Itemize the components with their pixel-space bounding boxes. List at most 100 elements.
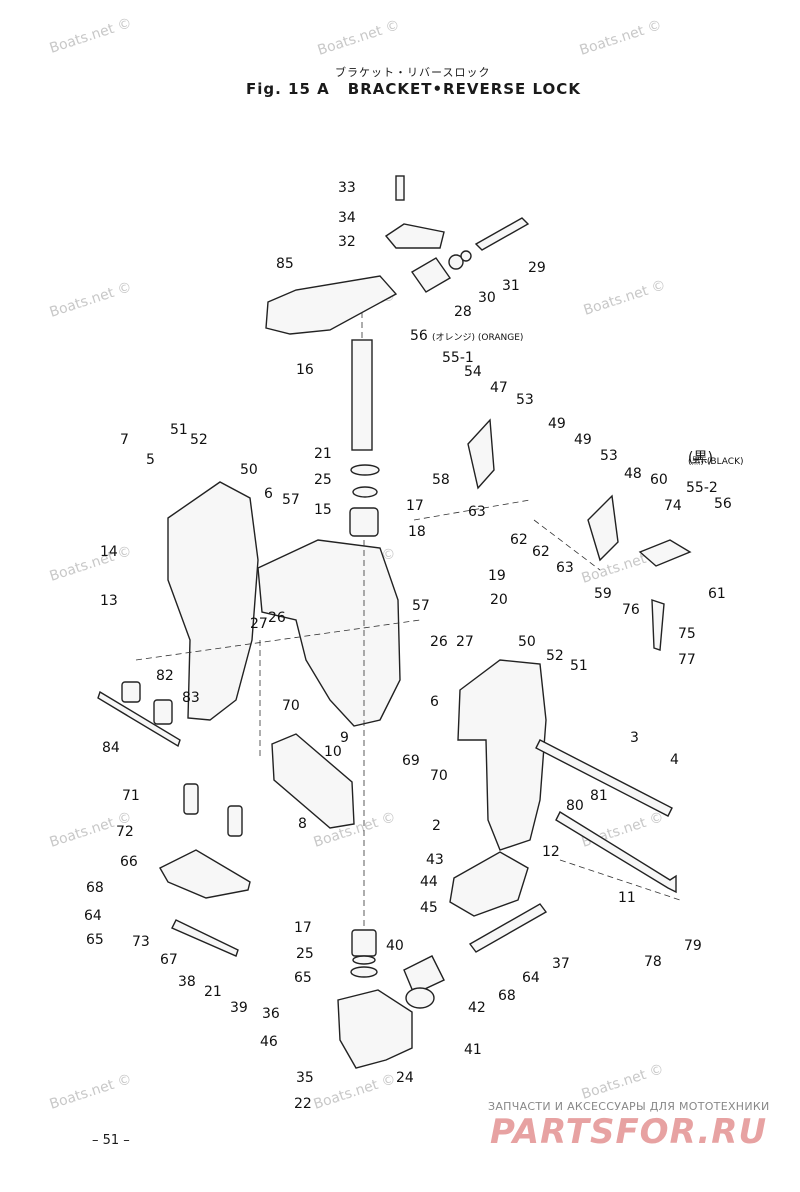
callout-number: 57 — [412, 598, 430, 614]
callout-number: 55-1 — [442, 350, 474, 366]
callout-number: 27 — [250, 616, 268, 632]
callout-number: 41 — [464, 1042, 482, 1058]
part-pin-84 — [97, 690, 181, 748]
callout-number: 49 — [548, 416, 566, 432]
callout-number: 50 — [240, 462, 258, 478]
callout-number: 77 — [678, 652, 696, 668]
callout-number: 58 — [432, 472, 450, 488]
part-bushing-36 — [403, 955, 445, 995]
callout-number: 53 — [516, 392, 534, 408]
callout-number: 50 — [518, 634, 536, 650]
part-shaft-67 — [171, 919, 239, 957]
callout-number: 43 — [426, 852, 444, 868]
part-bracket-left — [167, 481, 259, 721]
callout-number: 26 — [430, 634, 448, 650]
callout-number: 29 — [528, 260, 546, 276]
callout-number: 62 — [510, 532, 528, 548]
callout-number: 22 — [294, 1096, 312, 1112]
callout-number: 48 — [624, 466, 642, 482]
callout-number: 6 — [264, 486, 273, 502]
part-bushing-17 — [349, 507, 379, 537]
callout-number: 15 — [314, 502, 332, 518]
callout-number: 73 — [132, 934, 150, 950]
callout-number: 21 — [204, 984, 222, 1000]
part-plate-47 — [467, 418, 495, 490]
part-washer-30 — [448, 254, 464, 270]
callout-number: 52 — [190, 432, 208, 448]
part-lever-66 — [159, 849, 251, 899]
part-shaft-16 — [351, 339, 373, 451]
callout-number: 2 — [432, 818, 441, 834]
callout-number: 25 — [314, 472, 332, 488]
callout-number: 39 — [230, 1000, 248, 1016]
callout-number: 47 — [490, 380, 508, 396]
part-plate-48 — [587, 494, 619, 562]
callout-number: 42 — [468, 1000, 486, 1016]
callout-number: 30 — [478, 290, 496, 306]
callout-number: 76 — [622, 602, 640, 618]
page-title: Fig. 15 A BRACKET•REVERSE LOCK — [246, 80, 581, 98]
callout-number: 83 — [182, 690, 200, 706]
part-bushing-28 — [410, 257, 452, 293]
callout-number: 25 — [296, 946, 314, 962]
callout-number: 20 — [490, 592, 508, 608]
figure-title: BRACKET•REVERSE LOCK — [347, 80, 581, 98]
callout-number: 75 — [678, 626, 696, 642]
callout-number: 70 — [282, 698, 300, 714]
callout-number: 49 — [574, 432, 592, 448]
part-washer-21 — [350, 464, 380, 476]
callout-number: 82 — [156, 668, 174, 684]
callout-number: 36 — [262, 1006, 280, 1022]
part-spring-71 — [183, 783, 199, 815]
callout-number: 52 — [546, 648, 564, 664]
callout-number: 45 — [420, 900, 438, 916]
part-bolt-37 — [468, 903, 548, 953]
part-clamp-85 — [265, 275, 398, 335]
part-oring-25 — [352, 486, 378, 498]
callout-number: 37 — [552, 956, 570, 972]
callout-number: 69 — [402, 753, 420, 769]
figure-number: Fig. 15 A — [246, 80, 330, 98]
callout-number: 80 — [566, 798, 584, 814]
callout-number: 70 — [430, 768, 448, 784]
part-housing-35 — [337, 989, 413, 1069]
callout-number: 54 — [464, 364, 482, 380]
part-washer-21-lower — [350, 966, 378, 978]
callout-number: 14 — [100, 544, 118, 560]
callout-number: 65 — [86, 932, 104, 948]
callout-number: 24 — [396, 1070, 414, 1086]
callout-number: 59 — [594, 586, 612, 602]
callout-number: 66 — [120, 854, 138, 870]
callout-number: 11 — [618, 890, 636, 906]
callout-number: 4 — [670, 752, 679, 768]
callout-number: 17 — [406, 498, 424, 514]
part-bushing-17-lower — [351, 929, 377, 957]
callout-number: 68 — [86, 880, 104, 896]
callout-number: 38 — [178, 974, 196, 990]
part-spring-82 — [121, 681, 141, 703]
page-number: – 51 – — [92, 1133, 130, 1148]
callout-number: 57 — [282, 492, 300, 508]
title-japanese: ブラケット・リバースロック — [335, 66, 491, 79]
callout-number: 16 — [296, 362, 314, 378]
callout-number: 51 — [170, 422, 188, 438]
part-spring-71 — [227, 805, 243, 837]
part-lever-74 — [638, 539, 692, 567]
brand-logo-text: PARTSFOR.RU — [490, 1112, 768, 1152]
callout-number: 84 — [102, 740, 120, 756]
part-cap-46 — [405, 987, 435, 1009]
part-bracket-right — [457, 659, 547, 851]
callout-number: 17 — [294, 920, 312, 936]
callout-number: 7 — [120, 432, 129, 448]
note-orange: (オレンジ) (ORANGE) — [432, 332, 523, 343]
callout-number: 9 — [340, 730, 349, 746]
callout-number: 51 — [570, 658, 588, 674]
note-black: (黒) (BLACK) — [688, 456, 744, 467]
callout-number: 74 — [664, 498, 682, 514]
callout-number: 81 — [590, 788, 608, 804]
callout-number: 46 — [260, 1034, 278, 1050]
part-rod-3 — [535, 739, 673, 817]
part-washer-25-lower — [352, 955, 376, 965]
